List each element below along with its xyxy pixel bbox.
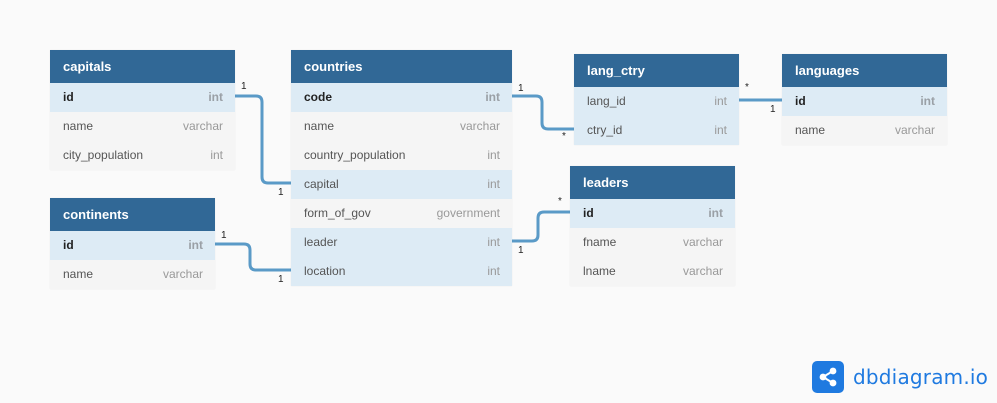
column-name: lang_id <box>587 94 626 108</box>
column-name-row[interactable]: name varchar <box>291 112 512 141</box>
column-id[interactable]: id int <box>50 231 215 260</box>
column-type: int <box>188 238 203 252</box>
column-city-population[interactable]: city_population int <box>50 141 235 170</box>
cardinality-label: 1 <box>518 245 524 256</box>
column-type: government <box>436 206 500 220</box>
column-type: int <box>714 94 727 108</box>
column-name: name <box>63 267 94 281</box>
share-nodes-icon <box>812 361 844 393</box>
column-type: int <box>487 177 500 191</box>
relation-capitals-countries <box>235 94 291 185</box>
table-header-continents[interactable]: continents <box>50 198 215 231</box>
column-type: varchar <box>682 264 723 278</box>
table-leaders[interactable]: leaders id int fname varchar lname varchar <box>570 166 735 286</box>
column-type: int <box>487 235 500 249</box>
column-type: int <box>210 148 223 162</box>
table-header-lang-ctry[interactable]: lang_ctry <box>574 54 739 87</box>
cardinality-label: 1 <box>278 274 284 285</box>
column-id[interactable]: id int <box>782 87 947 116</box>
column-id[interactable]: id int <box>50 83 235 112</box>
table-languages[interactable]: languages id int name varchar <box>782 54 947 145</box>
column-name: fname <box>583 235 617 249</box>
column-capital[interactable]: capital int <box>291 170 512 199</box>
column-name-row[interactable]: name varchar <box>782 116 947 145</box>
table-countries[interactable]: countries code int name varchar country_po… <box>291 50 512 286</box>
cardinality-label: 1 <box>518 83 524 94</box>
column-name: name <box>63 119 94 133</box>
column-ctry-id[interactable]: ctry_id int <box>574 116 739 145</box>
brand-logo[interactable]: dbdiagram.io <box>812 361 988 393</box>
column-lname[interactable]: lname varchar <box>570 257 735 286</box>
column-type: varchar <box>894 123 935 137</box>
table-header-languages[interactable]: languages <box>782 54 947 87</box>
cardinality-label: * <box>745 82 749 93</box>
table-continents[interactable]: continents id int name varchar <box>50 198 215 289</box>
column-name: id <box>583 206 594 220</box>
column-name: form_of_gov <box>304 206 371 220</box>
column-form-of-gov[interactable]: form_of_gov government <box>291 199 512 228</box>
column-country-population[interactable]: country_population int <box>291 141 512 170</box>
column-type: int <box>920 94 935 108</box>
column-name: city_population <box>63 148 144 162</box>
column-type: varchar <box>459 119 500 133</box>
cardinality-label: 1 <box>278 187 284 198</box>
relation-countries-langctry <box>512 94 574 131</box>
cardinality-label: 1 <box>241 81 247 92</box>
column-name: id <box>63 90 74 104</box>
column-name: capital <box>304 177 339 191</box>
column-type: int <box>487 148 500 162</box>
column-name: id <box>795 94 806 108</box>
column-type: int <box>714 123 727 137</box>
column-location[interactable]: location int <box>291 257 512 286</box>
column-type: int <box>208 90 223 104</box>
table-header-capitals[interactable]: capitals <box>50 50 235 83</box>
column-fname[interactable]: fname varchar <box>570 228 735 257</box>
column-type: int <box>708 206 723 220</box>
cardinality-label: 1 <box>770 104 776 115</box>
column-name: ctry_id <box>587 123 623 137</box>
table-capitals[interactable]: capitals id int name varchar city_populati… <box>50 50 235 170</box>
cardinality-label: 1 <box>221 230 227 241</box>
cardinality-label: * <box>562 131 566 142</box>
relation-countries-leaders <box>512 210 570 243</box>
column-leader[interactable]: leader int <box>291 228 512 257</box>
brand-name: dbdiagram.io <box>853 365 989 389</box>
relation-continents-countries <box>215 242 291 272</box>
column-name: leader <box>304 235 338 249</box>
column-name: country_population <box>304 148 406 162</box>
column-name: code <box>304 90 333 104</box>
column-code[interactable]: code int <box>291 83 512 112</box>
column-type: int <box>487 264 500 278</box>
table-header-leaders[interactable]: leaders <box>570 166 735 199</box>
column-type: varchar <box>182 119 223 133</box>
column-type: int <box>485 90 500 104</box>
cardinality-label: * <box>558 196 562 207</box>
column-type: varchar <box>162 267 203 281</box>
column-name: id <box>63 238 74 252</box>
column-name: location <box>304 264 346 278</box>
column-name-row[interactable]: name varchar <box>50 260 215 289</box>
column-name: name <box>304 119 335 133</box>
column-type: varchar <box>682 235 723 249</box>
column-name: lname <box>583 264 616 278</box>
column-name-row[interactable]: name varchar <box>50 112 235 141</box>
column-id[interactable]: id int <box>570 199 735 228</box>
column-name: name <box>795 123 826 137</box>
column-lang-id[interactable]: lang_id int <box>574 87 739 116</box>
table-header-countries[interactable]: countries <box>291 50 512 83</box>
